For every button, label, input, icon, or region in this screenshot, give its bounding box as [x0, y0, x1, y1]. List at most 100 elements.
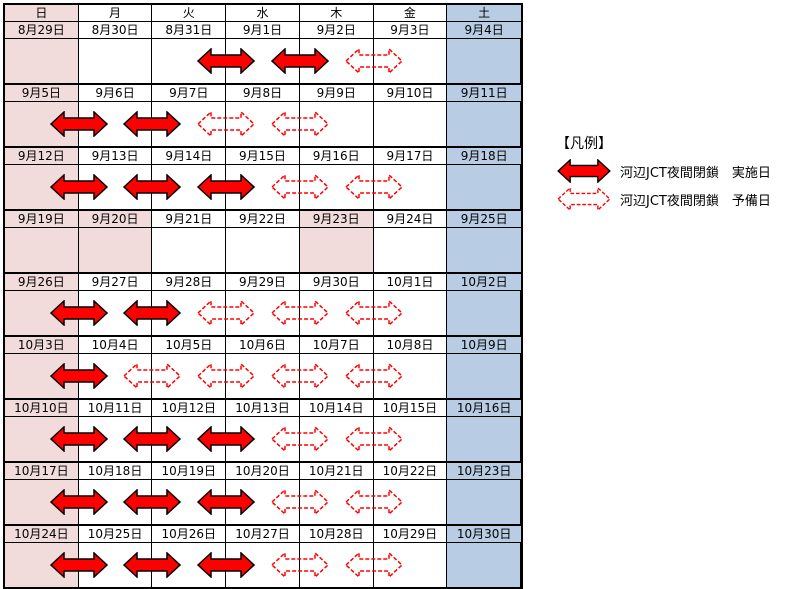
solid-double-arrow-icon	[49, 426, 108, 452]
dashed-double-arrow-icon	[344, 363, 403, 389]
date-cell: 9月24日	[374, 211, 448, 227]
weekday-tue: 火	[152, 5, 227, 21]
date-cell: 10月1日	[374, 274, 448, 290]
day-cell	[447, 543, 521, 587]
dashed-double-arrow-icon	[270, 174, 329, 200]
day-cell	[226, 165, 300, 209]
solid-double-arrow-icon	[197, 489, 256, 515]
solid-double-arrow-icon	[197, 426, 256, 452]
schedule-row	[5, 228, 521, 274]
weekday-wed: 水	[226, 5, 300, 21]
date-cell: 9月17日	[374, 148, 448, 164]
day-cell	[152, 228, 227, 272]
day-cell	[152, 354, 227, 398]
dashed-double-arrow-icon	[270, 426, 329, 452]
dashed-double-arrow-icon	[270, 552, 329, 578]
date-cell: 9月12日	[5, 148, 79, 164]
date-cell: 9月8日	[226, 85, 300, 101]
solid-double-arrow-icon	[49, 300, 108, 326]
day-cell	[78, 228, 153, 272]
day-cell	[226, 291, 300, 335]
date-cell: 10月19日	[152, 463, 227, 479]
solid-double-arrow-icon	[123, 426, 182, 452]
schedule-row	[5, 39, 521, 85]
date-cell: 10月29日	[374, 526, 448, 542]
solid-double-arrow-icon	[49, 111, 108, 137]
date-cell: 9月2日	[300, 22, 374, 38]
day-cell	[5, 228, 79, 272]
date-cell: 9月13日	[79, 148, 153, 164]
date-cell: 9月29日	[226, 274, 300, 290]
schedule-row	[5, 543, 521, 587]
day-cell	[374, 480, 448, 524]
date-cell: 9月14日	[152, 148, 227, 164]
legend-label-implementation: 河辺JCT夜間閉鎖 実施日	[620, 165, 771, 181]
weekday-fri: 金	[374, 5, 448, 21]
dashed-double-arrow-icon	[270, 300, 329, 326]
schedule-row	[5, 165, 521, 211]
day-cell	[447, 480, 521, 524]
dashed-double-arrow-icon	[344, 426, 403, 452]
date-cell: 8月30日	[79, 22, 153, 38]
date-cell: 10月2日	[447, 274, 521, 290]
solid-double-arrow-icon	[123, 489, 182, 515]
weekday-sun: 日	[5, 5, 79, 21]
schedule-row	[5, 354, 521, 400]
date-cell: 9月4日	[447, 22, 521, 38]
dashed-double-arrow-icon	[197, 363, 256, 389]
day-cell	[300, 543, 374, 587]
solid-double-arrow-icon	[270, 48, 329, 74]
day-cell	[374, 543, 448, 587]
schedule-row	[5, 291, 521, 337]
day-cell	[152, 102, 227, 146]
date-cell: 10月5日	[152, 337, 227, 353]
day-cell	[447, 165, 521, 209]
date-cell: 10月17日	[5, 463, 79, 479]
date-cell: 10月18日	[79, 463, 153, 479]
date-cell: 10月26日	[152, 526, 227, 542]
solid-double-arrow-icon	[49, 363, 108, 389]
date-cell: 10月28日	[300, 526, 374, 542]
date-cell: 8月31日	[152, 22, 227, 38]
dashed-double-arrow-icon	[270, 111, 329, 137]
date-cell: 10月6日	[226, 337, 300, 353]
legend: 【凡例】 河辺JCT夜間閉鎖 実施日 河辺JCT夜間閉鎖 予備日	[556, 133, 771, 215]
solid-double-arrow-icon	[123, 111, 182, 137]
day-cell	[374, 102, 448, 146]
date-cell: 9月28日	[152, 274, 227, 290]
solid-double-arrow-icon	[197, 48, 256, 74]
date-cell: 9月26日	[5, 274, 79, 290]
date-cell: 10月13日	[226, 400, 300, 416]
day-cell	[226, 354, 300, 398]
date-cell: 9月11日	[447, 85, 521, 101]
solid-double-arrow-icon	[49, 174, 108, 200]
date-cell: 9月21日	[152, 211, 227, 227]
dashed-double-arrow-icon	[123, 363, 182, 389]
date-cell: 9月15日	[226, 148, 300, 164]
date-cell: 9月20日	[78, 211, 153, 227]
date-cell: 9月30日	[300, 274, 374, 290]
weekday-thu: 木	[300, 5, 374, 21]
day-cell	[374, 354, 448, 398]
schedule-row	[5, 417, 521, 463]
solid-double-arrow-icon	[49, 489, 108, 515]
day-cell	[79, 354, 153, 398]
solid-double-arrow-icon	[123, 174, 182, 200]
date-cell: 10月21日	[300, 463, 374, 479]
day-cell	[447, 417, 521, 461]
date-cell: 10月20日	[226, 463, 300, 479]
day-cell	[299, 228, 374, 272]
day-cell	[152, 291, 227, 335]
date-cell: 9月19日	[5, 211, 79, 227]
